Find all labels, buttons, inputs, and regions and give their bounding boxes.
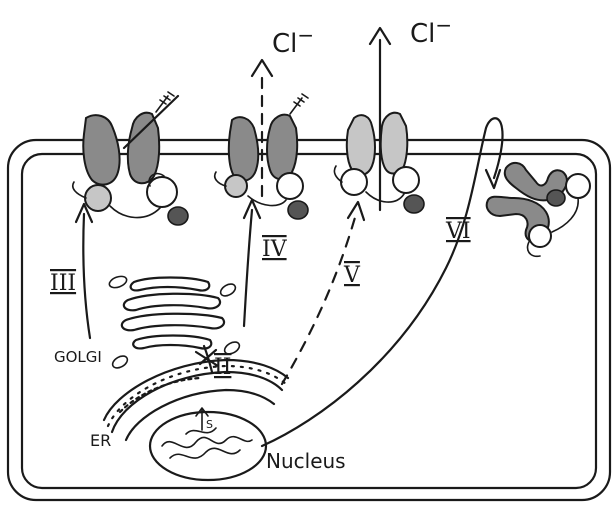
- channel-2-right-blade: [267, 115, 297, 180]
- chromatin-strand-2: [170, 448, 240, 458]
- golgi-vesicle-1: [108, 274, 128, 290]
- golgi-cisterna-1: [131, 278, 210, 291]
- chloride-label-2: Cl−: [410, 13, 452, 49]
- channel-4-nbd-top: [566, 174, 590, 198]
- class-4-label: IV: [262, 237, 288, 262]
- path-class-5-arrowhead: [348, 202, 364, 220]
- channel-1-nbd-left: [85, 185, 111, 211]
- channel-2-nbd-left: [225, 175, 247, 197]
- chromatin-strand-1: [162, 437, 252, 448]
- path-class-6-arrowhead: [486, 170, 500, 188]
- golgi-vesicle-2: [219, 282, 238, 299]
- channel-1-r-domain: [168, 207, 188, 225]
- mrna-marker: S: [206, 418, 213, 431]
- golgi-label: GOLGI: [54, 348, 102, 366]
- path-class-6: [262, 118, 503, 446]
- er-membrane-3: [126, 390, 274, 440]
- channel-3-nbd-left: [341, 169, 367, 195]
- golgi-vesicle-3: [111, 354, 130, 371]
- path-class-3: [83, 214, 90, 338]
- channel-3-r-domain: [404, 195, 424, 213]
- class-6-label: VI: [445, 219, 471, 244]
- path-class-5: [282, 214, 356, 384]
- golgi-cisterna-3: [122, 314, 224, 331]
- channel-1-right-blade: [128, 113, 159, 184]
- chloride-charge-1: −: [297, 23, 314, 47]
- cftr-channel-3: [334, 28, 424, 213]
- chloride-label-1: Cl−: [272, 23, 314, 59]
- channel-4-r-domain: [547, 190, 565, 206]
- channel-3-left-blade: [347, 115, 375, 175]
- nucleus: S: [150, 408, 266, 480]
- channel-2-left-blade: [229, 117, 258, 181]
- channel-1-nbd-right: [147, 177, 177, 207]
- channel-1-left-blade: [83, 115, 119, 184]
- golgi-cisterna-4: [133, 336, 211, 349]
- channel-2-nbd-right: [277, 173, 303, 199]
- cftr-channel-internalized: [487, 163, 590, 256]
- class-5-label: V: [343, 263, 361, 288]
- channel-2-glyco-mark: [290, 94, 308, 114]
- channel-4-nbd-bottom: [529, 225, 551, 247]
- channel-2-r-domain: [288, 201, 308, 219]
- path-class-4: [244, 210, 252, 326]
- channel-2-flux-arrowhead: [252, 60, 272, 76]
- channel-3-right-blade: [381, 113, 408, 174]
- golgi-cisterna-2: [124, 294, 220, 311]
- nucleus-label: Nucleus: [266, 449, 346, 473]
- golgi-vesicle-4: [223, 340, 242, 357]
- er-label: ER: [90, 431, 111, 450]
- cftr-channel-1: [73, 92, 188, 225]
- cftr-channel-2: [215, 60, 308, 219]
- class-2-label: II: [214, 355, 231, 380]
- class-3-label: III: [50, 271, 76, 296]
- chloride-charge-2: −: [435, 13, 452, 37]
- channel-3-nbd-right: [393, 167, 419, 193]
- endoplasmic-reticulum: [104, 360, 288, 440]
